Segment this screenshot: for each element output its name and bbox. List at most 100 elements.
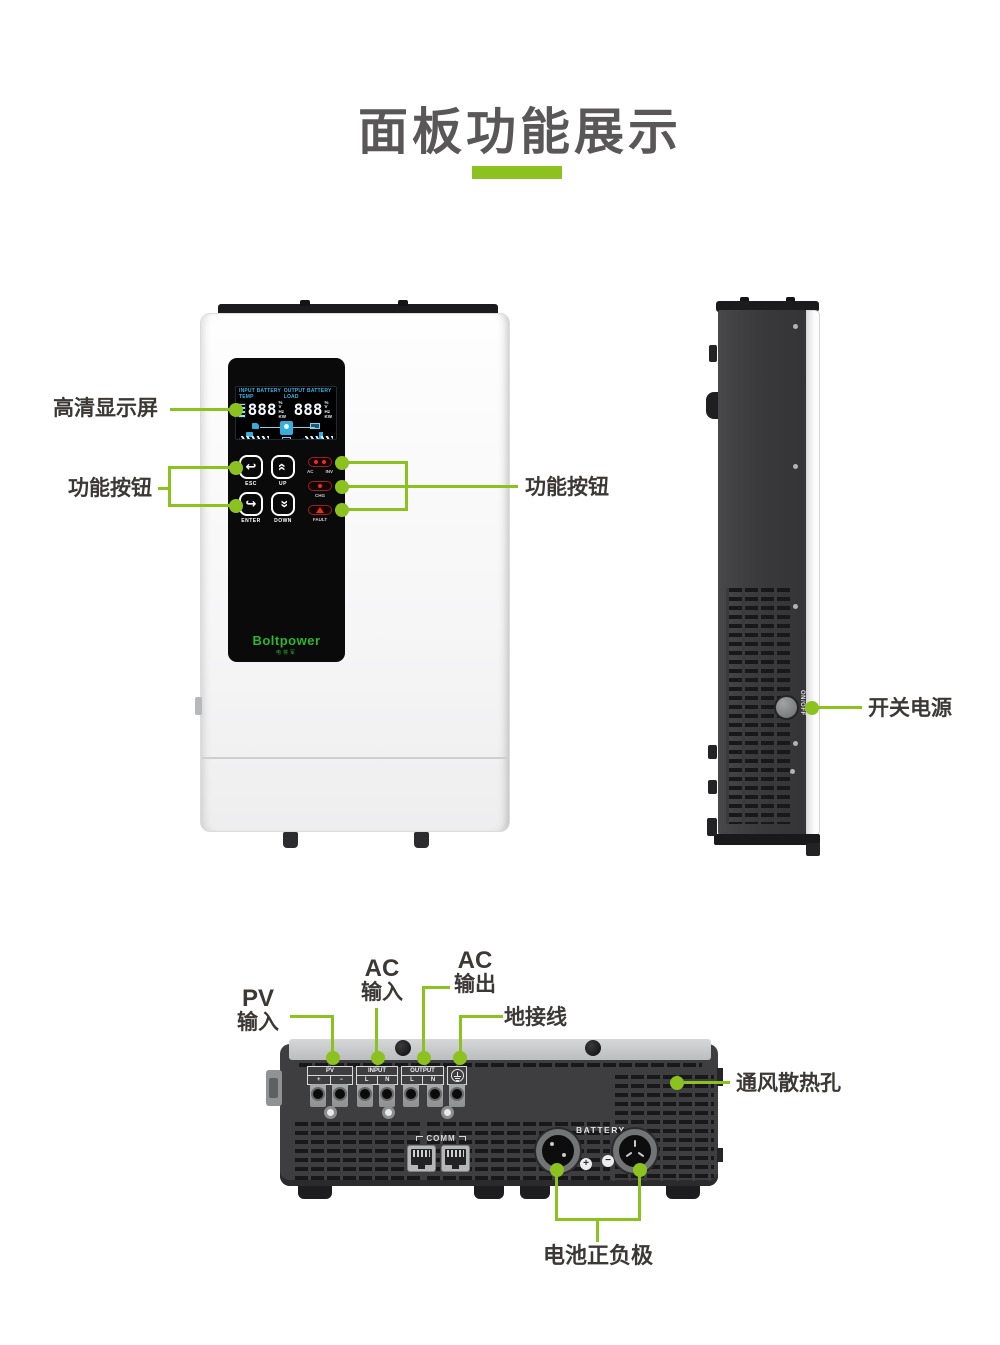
side-foot — [806, 843, 820, 856]
callout-battery-plus-dot — [550, 1163, 564, 1177]
lcd-sub-icon — [282, 437, 291, 439]
bottom-foot — [520, 1186, 550, 1199]
fault-led-label: FAULT — [312, 517, 328, 522]
callout-vent-label: 通风散热孔 — [736, 1072, 841, 1095]
plus-symbol: + — [580, 1158, 592, 1170]
mount-screw — [585, 1040, 601, 1056]
callout-battery-label: 电池正负极 — [543, 1243, 654, 1268]
ac-inv-led-label: AC INV — [307, 469, 333, 474]
enter-arrow-icon: ↪ — [245, 496, 257, 511]
edge-tab — [717, 1068, 723, 1086]
lcd-units-right: % V Hz KW — [324, 399, 333, 419]
mount-screw — [395, 1040, 411, 1056]
lcd-labels-right: OUTPUT BATTERY LOAD — [283, 388, 332, 400]
side-handle-bump — [706, 392, 718, 419]
pv-minus-port — [332, 1084, 348, 1107]
bottom-mount-strip — [289, 1039, 711, 1060]
bottom-foot — [298, 1186, 332, 1199]
lcd-digits-left: 888 — [247, 400, 277, 419]
front-foot — [414, 832, 429, 848]
lcd-pv-icon — [246, 432, 253, 437]
lcd-alarm-icon — [319, 432, 323, 439]
callout-vent-dot — [670, 1076, 684, 1090]
page-title: 面板功能展示 — [358, 104, 682, 160]
ac-led-dot-icon — [314, 460, 318, 464]
lcd-hatch-right — [303, 436, 333, 439]
callout-screen-dot — [229, 403, 243, 417]
edge-tab — [717, 1148, 723, 1162]
title-underline — [472, 166, 562, 179]
ac-inv-led — [308, 457, 332, 467]
comm-bracket-right — [458, 1136, 466, 1141]
lcd-battery-icon — [310, 423, 320, 429]
lcd-inverter-dot — [284, 424, 289, 429]
side-top-tab — [740, 297, 749, 303]
callout-ac-output-dot — [417, 1051, 431, 1065]
callout-screen-line — [170, 408, 236, 411]
enter-button-label: ENTER — [241, 518, 261, 524]
callout-ac-input-label: AC 输入 — [361, 955, 403, 1004]
front-top-tab — [398, 300, 408, 306]
side-bracket — [708, 745, 717, 759]
side-screw — [793, 741, 798, 746]
bottom-foot — [666, 1186, 700, 1199]
callout-enter-dot — [229, 499, 243, 513]
pv-plus-port — [310, 1084, 326, 1107]
bottom-vent-left — [292, 1122, 420, 1180]
side-bracket — [709, 345, 717, 362]
lcd-labels-left: INPUT BATTERY TEMP — [239, 388, 281, 400]
callout-ac-input-dot — [371, 1051, 385, 1065]
side-screw — [793, 604, 798, 609]
esc-button-label: ESC — [245, 481, 257, 487]
side-connector-slot — [269, 1078, 278, 1098]
front-seam-line — [202, 757, 508, 759]
callout-pv-dot — [326, 1051, 340, 1065]
inv-led-dot-icon — [322, 460, 326, 464]
chg-led-label: CHG — [315, 493, 325, 498]
esc-button: ↩ — [239, 455, 263, 479]
chg-led-dot-icon — [318, 484, 322, 488]
ac-out-l-port — [403, 1084, 419, 1107]
front-top-cap — [218, 304, 498, 315]
ground-symbol-icon — [451, 1069, 464, 1082]
ac-output-terminal-title: OUTPUT — [401, 1066, 444, 1076]
front-side-nub — [195, 697, 202, 715]
side-top-cap — [716, 301, 819, 312]
callout-esc-dot — [229, 461, 243, 475]
power-button-label: ON/OFF — [799, 690, 805, 716]
lcd-digits-right: 888 — [293, 400, 323, 419]
ac-in-l-port — [357, 1084, 373, 1107]
bottom-foot — [474, 1186, 504, 1199]
side-bracket — [708, 780, 717, 794]
front-foot — [283, 832, 298, 848]
terminal-screw — [382, 1106, 395, 1119]
lcd-status-labels: INPUT BATTERY TEMP OUTPUT BATTERY LOAD — [236, 387, 336, 400]
lcd-hatch-left — [239, 436, 269, 439]
esc-back-icon: ↩ — [245, 459, 257, 474]
callout-ground-dot — [453, 1051, 467, 1065]
callout-ground-label: 地接线 — [504, 1006, 567, 1029]
side-foot-left — [707, 818, 717, 836]
callout-screen-label: 高清显示屏 — [53, 397, 158, 420]
callout-pv-input-label: PV 输入 — [237, 985, 279, 1034]
fault-led — [308, 505, 332, 515]
terminal-screw — [324, 1106, 337, 1119]
callout-power-label: 开关电源 — [868, 697, 952, 720]
up-button: « — [271, 455, 295, 479]
lcd-units-left: % V Hz KW — [278, 399, 287, 419]
side-screw — [793, 464, 798, 469]
comm-rj45-port — [441, 1145, 470, 1172]
callout-buttons-left-label: 功能按钮 — [68, 477, 152, 500]
battery-section-label: BATTERY — [576, 1125, 626, 1135]
side-top-tab — [786, 297, 795, 303]
callout-ac-output-label: AC 输出 — [454, 947, 496, 996]
down-button-label: DOWN — [274, 518, 292, 524]
power-button — [774, 695, 799, 720]
comm-rj45-port — [407, 1145, 436, 1172]
brand-logo: Boltpower 电将军 — [228, 633, 345, 656]
